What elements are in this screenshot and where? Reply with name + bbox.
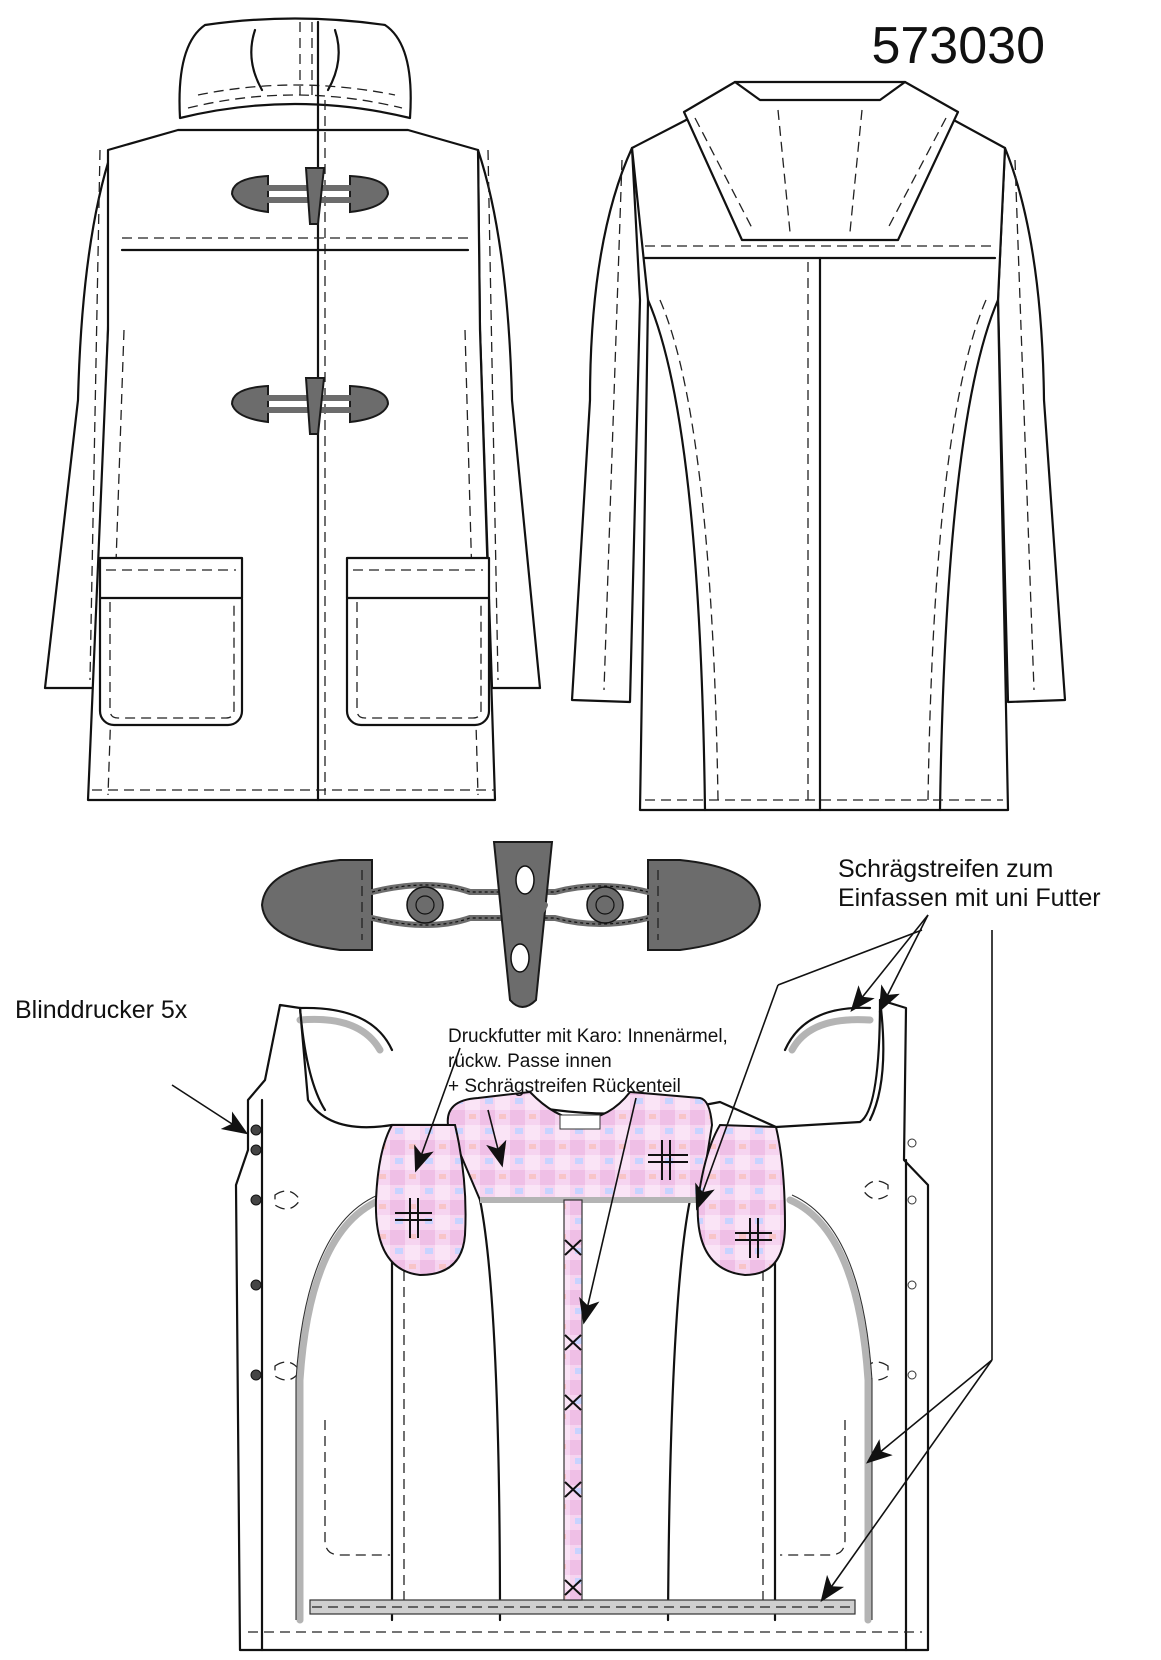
snap-icon: [250, 1124, 262, 1381]
model-number: 573030: [871, 17, 1045, 75]
arrow-icon: [171, 1084, 249, 1135]
blind-press-label: Blinddrucker 5x: [15, 996, 188, 1024]
front-left-pocket: [98, 583, 244, 727]
print-lining-label-line2: rückw. Passe innen: [448, 1051, 612, 1072]
toggle-right-tab: [647, 859, 762, 951]
toggle-peg: [492, 841, 554, 1008]
bias-tape-label-line1: Schrägstreifen zum: [838, 855, 1053, 883]
back-yoke-print-lining: [446, 1090, 714, 1201]
center-back-bias-print-lining: [563, 1199, 583, 1601]
back-view: [570, 80, 1067, 812]
snap-icon: [907, 1138, 917, 1380]
print-lining-label-line3: + Schrägstreifen Rückenteil: [448, 1076, 681, 1097]
toggle-left-tab: [260, 859, 373, 951]
toggle-fastener-icon: [230, 377, 390, 435]
front-right-sleeve: [476, 148, 542, 690]
print-lining-label-line1: Druckfutter mit Karo: Innenärmel,: [448, 1026, 728, 1047]
cross-stitch-icon: [564, 1239, 582, 1596]
inside-view: [234, 998, 930, 1652]
toggle-detail: [260, 841, 762, 1008]
arrow-icon: [414, 1047, 637, 1325]
inner-sleeve-right-print-lining: [696, 1123, 787, 1277]
front-hood-collar: [178, 17, 412, 120]
front-view: [43, 17, 542, 802]
cross-stitch-icon: [395, 1140, 772, 1258]
inner-sleeve-left-print-lining: [374, 1124, 467, 1277]
arrow-icon: [695, 914, 993, 1603]
back-right-sleeve: [996, 146, 1067, 704]
bias-tape-label-line2: Einfassen mit uni Futter: [838, 884, 1101, 912]
front-left-sleeve: [43, 148, 114, 690]
back-left-sleeve: [570, 146, 642, 704]
toggle-fastener-icon: [230, 167, 390, 225]
front-right-pocket: [345, 583, 491, 727]
